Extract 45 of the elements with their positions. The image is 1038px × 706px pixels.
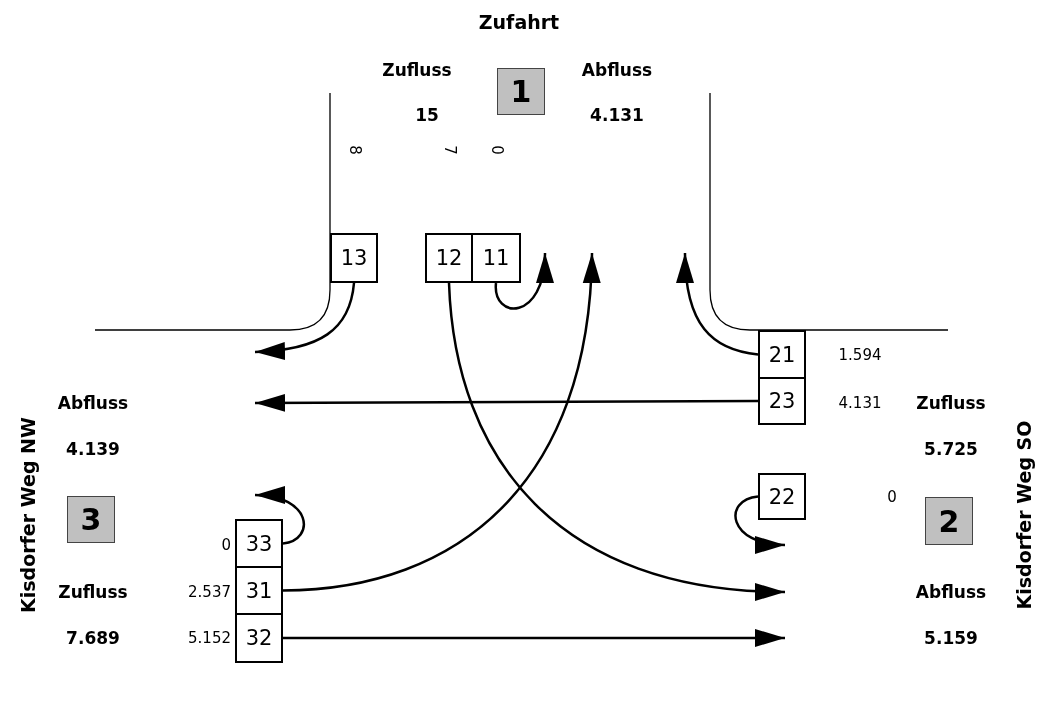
traffic-stream-box: 33 [235, 519, 283, 568]
arrow [255, 393, 758, 412]
traffic-stream-box: 11 [471, 233, 521, 283]
traffic-stream-box: 32 [235, 613, 283, 663]
traffic-stream-box: 22 [758, 473, 806, 520]
traffic-volume: 4.131 [838, 394, 882, 412]
approach-number-box: 2 [925, 497, 973, 545]
arrow [282, 252, 600, 592]
arrow [447, 282, 786, 600]
traffic-stream-box: 21 [758, 330, 806, 379]
traffic-stream-box: 23 [758, 377, 806, 425]
traffic-volume: 0 [221, 536, 231, 554]
flow-label: 4.139 [66, 439, 120, 459]
traffic-volume: 0 [488, 145, 506, 155]
arrow [283, 629, 785, 647]
traffic-volume: 5.152 [188, 629, 231, 647]
traffic-stream-box: 13 [330, 233, 378, 283]
street-name: Kisdorfer Weg SO [1013, 420, 1035, 610]
approach-number-box: 1 [497, 68, 545, 115]
traffic-stream-box: 31 [235, 566, 283, 615]
flow-label: Abfluss [57, 393, 129, 413]
arrow [734, 495, 786, 552]
title: Zufahrt [478, 11, 560, 33]
arrow [494, 252, 552, 310]
arrow [254, 282, 356, 360]
traffic-volume: 1.594 [838, 346, 882, 364]
flow-label: Abfluss [581, 60, 653, 80]
flow-label: 5.725 [924, 439, 978, 459]
flow-label: 7.689 [66, 628, 120, 648]
arrow [254, 488, 305, 545]
flow-label: Abfluss [915, 582, 987, 602]
arrow [677, 252, 759, 356]
traffic-volume: 2.537 [188, 583, 231, 601]
traffic-volume: 8 [346, 145, 364, 155]
flow-label: Zufluss [382, 60, 452, 80]
traffic-volume: 7 [441, 145, 459, 155]
flow-label: 4.131 [590, 105, 644, 125]
street-name: Kisdorfer Weg NW [17, 417, 39, 613]
approach-number-box: 3 [67, 496, 115, 543]
flow-label: 15 [415, 105, 439, 125]
flow-label: Zufluss [916, 393, 986, 413]
traffic-volume: 0 [887, 488, 897, 506]
flow-label: Zufluss [58, 582, 128, 602]
flow-label: 5.159 [924, 628, 978, 648]
traffic-stream-box: 12 [425, 233, 473, 283]
